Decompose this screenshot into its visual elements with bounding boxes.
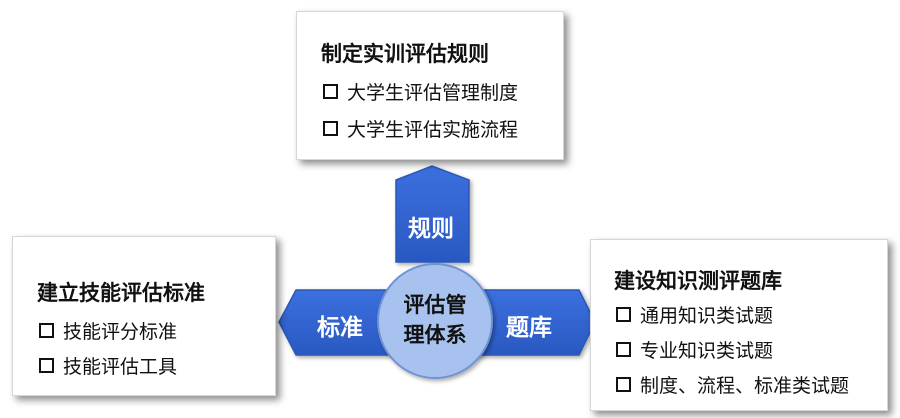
arrow-up-shape bbox=[395, 165, 470, 263]
list-item-label: 通用知识类试题 bbox=[640, 305, 774, 327]
list-item: 专业知识类试题 bbox=[616, 336, 773, 363]
list-item-label: 专业知识类试题 bbox=[640, 340, 774, 362]
list-item: 制度、流程、标准类试题 bbox=[616, 371, 849, 398]
list-item: 通用知识类试题 bbox=[616, 301, 773, 328]
checkbox-icon bbox=[616, 377, 631, 392]
arm-label-top: 规则 bbox=[408, 216, 454, 242]
list-item-label: 制度、流程、标准类试题 bbox=[640, 375, 850, 397]
rules-card-title: 制定实训评估规则 bbox=[321, 42, 489, 66]
list-item: 技能评估工具 bbox=[39, 352, 177, 379]
list-item: 大学生评估实施流程 bbox=[323, 115, 518, 142]
list-item-label: 大学生评估管理制度 bbox=[347, 82, 519, 104]
center-circle bbox=[377, 263, 493, 379]
checkbox-icon bbox=[323, 121, 338, 136]
list-item-label: 技能评分标准 bbox=[63, 321, 178, 343]
checkbox-icon bbox=[616, 342, 631, 357]
center-label-line2: 理体系 bbox=[403, 323, 467, 347]
checkbox-icon bbox=[616, 307, 631, 322]
arm-label-right: 题库 bbox=[506, 315, 552, 341]
list-item: 大学生评估管理制度 bbox=[323, 78, 518, 105]
checkbox-icon bbox=[323, 84, 338, 99]
list-item: 技能评分标准 bbox=[39, 317, 177, 344]
standards-card-title: 建立技能评估标准 bbox=[37, 281, 205, 305]
arm-label-left: 标准 bbox=[317, 315, 363, 341]
checkbox-icon bbox=[39, 358, 54, 373]
center-label-line1: 评估管 bbox=[403, 293, 467, 317]
question-bank-card: 建设知识测评题库 通用知识类试题 专业知识类试题 制度、流程、标准类试题 bbox=[590, 239, 888, 411]
list-item-label: 技能评估工具 bbox=[63, 356, 178, 378]
standards-card: 建立技能评估标准 技能评分标准 技能评估工具 bbox=[12, 236, 276, 396]
list-item-label: 大学生评估实施流程 bbox=[347, 119, 519, 141]
rules-card: 制定实训评估规则 大学生评估管理制度 大学生评估实施流程 bbox=[296, 11, 564, 160]
question-bank-card-title: 建设知识测评题库 bbox=[614, 269, 782, 293]
center-label: 评估管 理体系 bbox=[375, 290, 495, 350]
checkbox-icon bbox=[39, 323, 54, 338]
